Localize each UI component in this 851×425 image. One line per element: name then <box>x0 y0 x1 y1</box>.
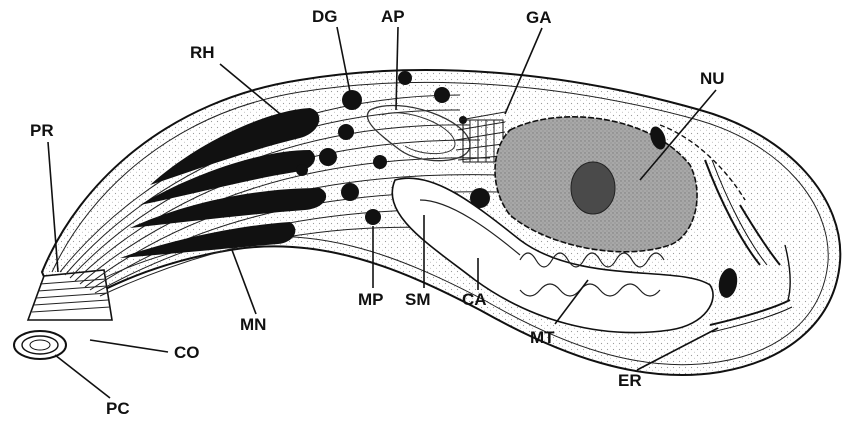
label-ga: GA <box>526 8 552 27</box>
label-dg: DG <box>312 7 338 26</box>
label-pc: PC <box>106 399 130 418</box>
label-mn: MN <box>240 315 266 334</box>
polar-ring <box>14 331 66 359</box>
label-mp: MP <box>358 290 384 309</box>
label-mt: MT <box>530 328 555 347</box>
label-sm: SM <box>405 290 431 309</box>
label-er: ER <box>618 371 642 390</box>
label-rh: RH <box>190 43 215 62</box>
label-nu: NU <box>700 69 725 88</box>
label-ap: AP <box>381 7 405 26</box>
label-pr: PR <box>30 121 54 140</box>
label-ca: CA <box>462 290 487 309</box>
label-co: CO <box>174 343 200 362</box>
